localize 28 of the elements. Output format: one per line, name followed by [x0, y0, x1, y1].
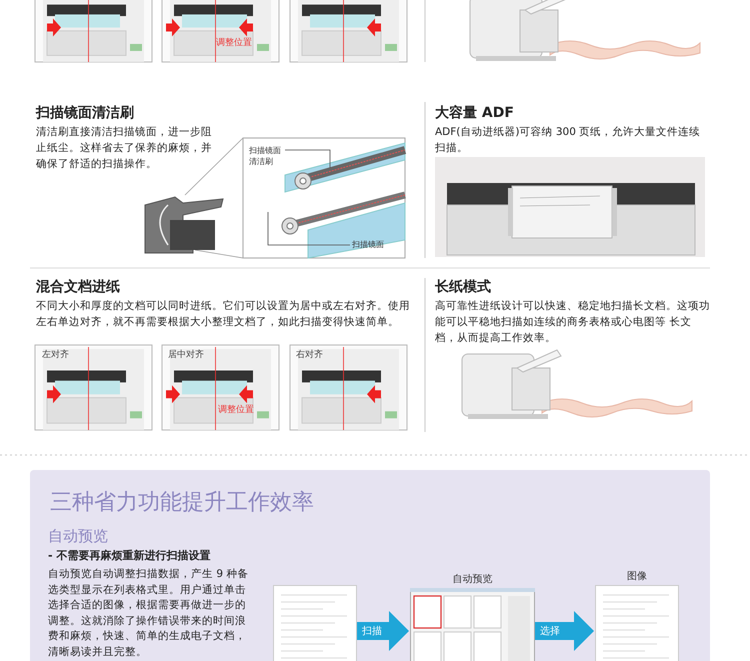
document-picture — [595, 585, 679, 661]
edge-label: 选择 — [539, 624, 561, 638]
leader-line — [268, 212, 350, 246]
description-text: 自动预览自动调整扫描数据，产生 9 种备选类型显示在列表格式里。用户通过单击选择合适的图像，根据需要再做进一步的调整。这就消除了操作错误带来的时间浪费和麻烦，快速、简单的生成电子文档，清晰易读并且完整。 — [48, 567, 250, 660]
subsection-heading: 自动预览 — [48, 527, 108, 546]
adjust-label: 调整位置 — [216, 36, 252, 49]
subsection-subtitle: - 不需要再麻烦重新进行扫描设置 — [48, 548, 210, 563]
document-picture — [273, 585, 357, 661]
section-heading: 扫描镜面清洁刷 — [36, 104, 134, 122]
picture-caption: 图像 — [626, 570, 648, 583]
description-text: 高可靠性进纸设计可以快速、稳定地扫描长文档。这项功能可以平稳地扫描如连续的商务表格或心电图等 长文档，从而提高工作效率。 — [435, 299, 710, 346]
panel-label: 左对齐 — [42, 348, 69, 361]
section-heading: 混合文档进纸 — [36, 278, 120, 296]
edge-label: 扫描 — [361, 624, 383, 638]
callout-label: 扫描镜面 — [352, 239, 396, 251]
panel-label: 居中对齐 — [168, 348, 204, 361]
description-text: 清洁刷直接清洁扫描镜面，进一步阻止纸尘。这样省去了保养的麻烦，并确保了舒适的扫描操作。 — [36, 125, 213, 172]
description-text: 不同大小和厚度的文档可以同时进纸。它们可以设置为居中或左右对齐。使用左右单边对齐，就不再需要根据大小整理文档了，如此扫描变得快速简单。 — [36, 299, 411, 330]
preview-window-picture — [410, 588, 535, 661]
leader-line — [284, 150, 330, 168]
section-heading: 长纸模式 — [435, 278, 491, 296]
panel-title: 三种省力功能提升工作效率 — [50, 489, 314, 517]
callout-label: 扫描镜面清洁刷 — [249, 145, 285, 169]
picture-caption: 自动预览 — [452, 573, 494, 586]
description-text: ADF(自动进纸器)可容纳 300 页纸，允许大量文件连续扫描。 — [435, 125, 702, 156]
adjust-label: 调整位置 — [218, 404, 254, 416]
panel-label: 右对齐 — [296, 348, 323, 361]
section-heading: 大容量 ADF — [435, 104, 514, 122]
